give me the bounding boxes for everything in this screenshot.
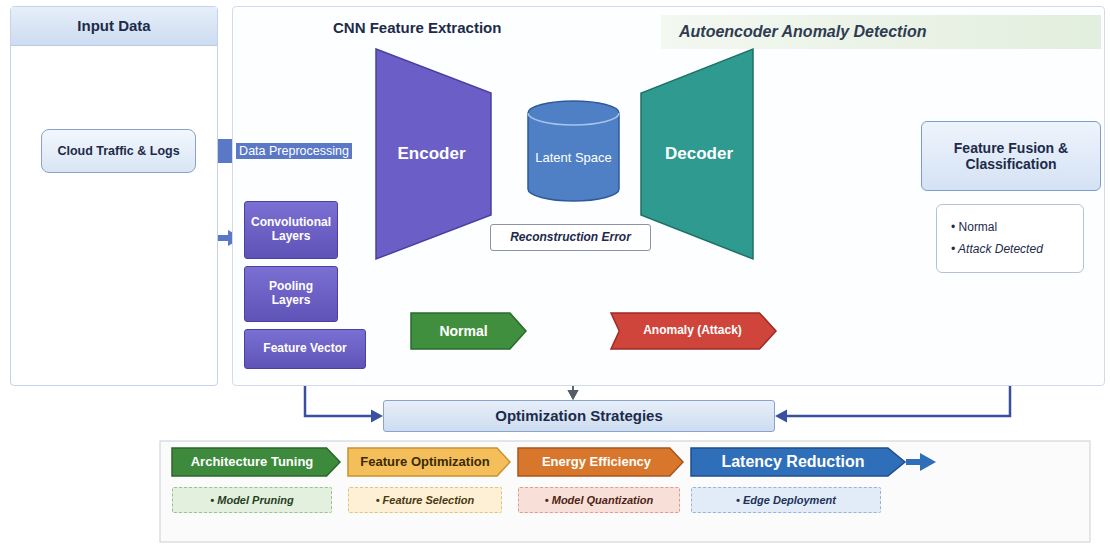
- node-label: Normal: [439, 323, 487, 339]
- node-label: Anomaly (Attack): [643, 324, 742, 338]
- strategy-chevron: Latency Reduction: [691, 448, 905, 476]
- node-label: • Feature Selection: [376, 494, 475, 507]
- strategy-chevron: Architecture Tuning: [172, 448, 340, 476]
- arrow-head: [568, 390, 579, 400]
- encoder-block: Encoder: [376, 49, 491, 259]
- node-label: Feature Fusion & Classification: [932, 140, 1090, 172]
- arrow-head: [371, 409, 383, 422]
- arrow-head: [568, 390, 579, 400]
- node-label: Decoder: [665, 144, 733, 164]
- output-arrow: [906, 453, 936, 471]
- strategy-frame: [160, 441, 1090, 542]
- technique-box: • Model Pruning: [172, 487, 332, 513]
- result-box: • Normal • Attack Detected: [936, 204, 1084, 273]
- source-box: Cloud Traffic & Logs: [41, 129, 196, 173]
- node-label: • Edge Deployment: [736, 494, 836, 507]
- processing-panel: CNN Feature Extraction Autoencoder Anomal…: [232, 6, 1105, 386]
- decoder-block: Decoder: [641, 49, 753, 259]
- node-label: • Model Pruning: [210, 494, 293, 507]
- node-label: • Normal: [951, 221, 997, 235]
- panel-heading: Input Data: [11, 7, 217, 46]
- strategy-chevron: Feature Optimization: [348, 448, 510, 476]
- panel-heading: Autoencoder Anomaly Detection: [661, 15, 1101, 49]
- technique-box: • Model Quantization: [518, 487, 680, 513]
- technique-box: • Edge Deployment: [691, 487, 881, 513]
- layer-box: Pooling Layers: [244, 266, 338, 322]
- node-label: Feature Optimization: [360, 455, 489, 470]
- node-label: Energy Efficiency: [542, 455, 651, 470]
- error-box: Reconstruction Error: [490, 224, 651, 251]
- classifier-box: Feature Fusion & Classification: [921, 121, 1101, 191]
- technique-box: • Feature Selection: [348, 487, 502, 513]
- arrow-head: [775, 409, 787, 422]
- node-label: Latency Reduction: [721, 453, 864, 471]
- latent-cylinder: Latent Space: [528, 101, 619, 201]
- node-label: Feature Vector: [263, 342, 346, 356]
- node-label: • Model Quantization: [545, 494, 653, 507]
- node-label: Architecture Tuning: [191, 455, 314, 470]
- strategy-bar: Optimization Strategies: [383, 400, 775, 432]
- node-label: Optimization Strategies: [495, 407, 663, 424]
- node-label: Cloud Traffic & Logs: [57, 144, 179, 158]
- node-label: Pooling Layers: [249, 280, 333, 308]
- node-label: Latent Space: [535, 151, 612, 166]
- normal-tag: Normal: [411, 313, 526, 349]
- panel-heading: CNN Feature Extraction: [333, 19, 501, 36]
- node-label: Convolutional Layers: [249, 216, 333, 244]
- layer-box: Convolutional Layers: [244, 201, 338, 259]
- node-label: • Attack Detected: [951, 243, 1043, 257]
- vector-box: Feature Vector: [244, 329, 366, 369]
- node-label: Reconstruction Error: [510, 231, 631, 245]
- node-label: Encoder: [397, 144, 465, 164]
- input-panel: Input DataCloud Traffic & Logs: [10, 6, 218, 386]
- anomaly-tag: Anomaly (Attack): [611, 313, 776, 349]
- strategy-chevron: Energy Efficiency: [518, 448, 683, 476]
